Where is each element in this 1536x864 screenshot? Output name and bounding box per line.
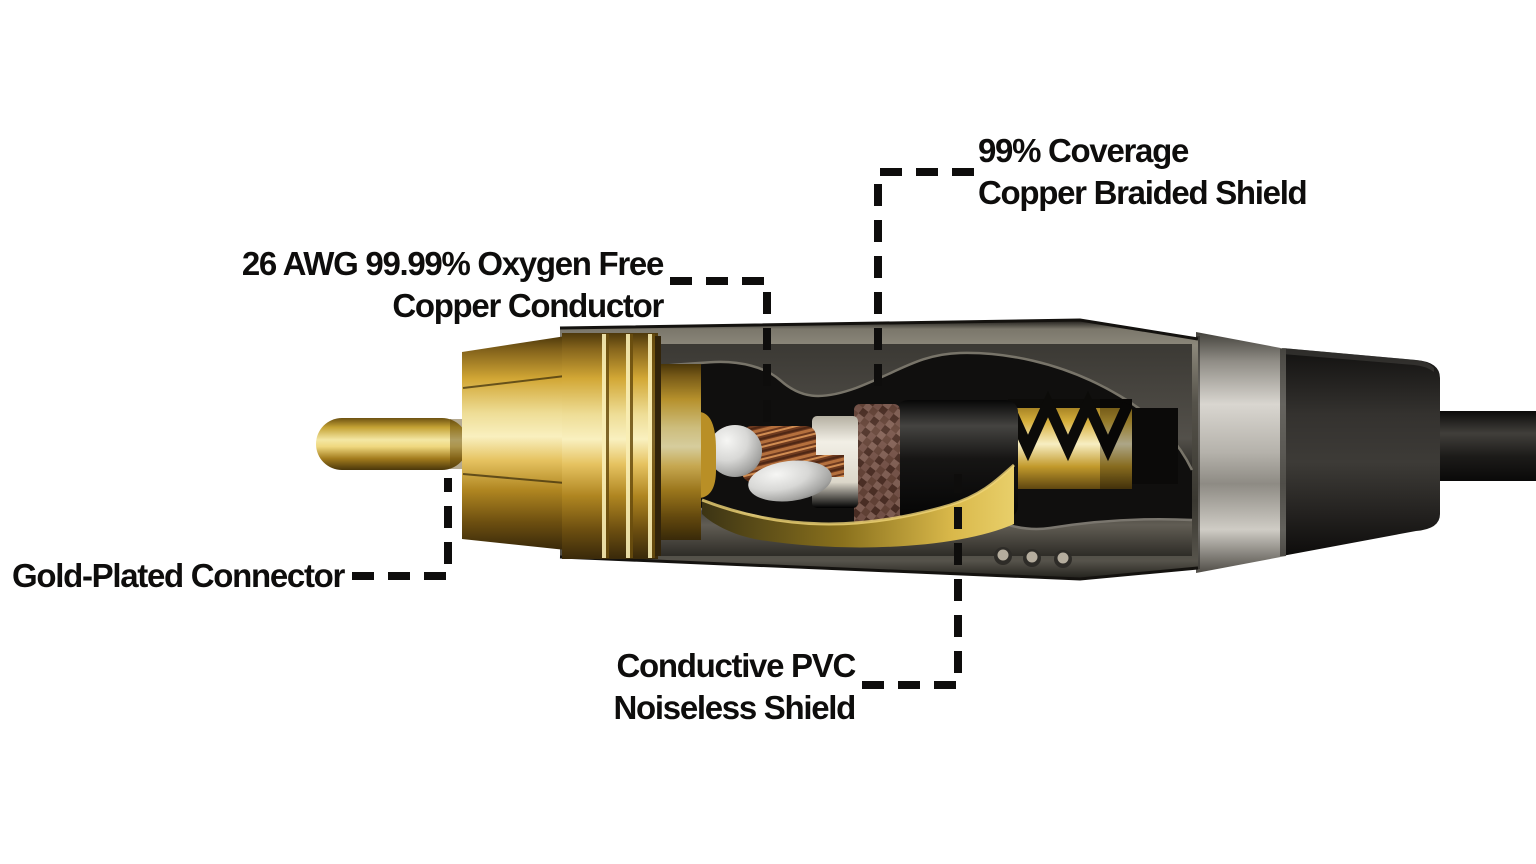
boot-body xyxy=(1282,348,1440,556)
inner-cable-cross-section xyxy=(700,390,1178,548)
rib-highlight xyxy=(626,334,630,558)
gold-plated-connector xyxy=(316,333,701,559)
band-body xyxy=(1196,332,1286,573)
rib-highlight xyxy=(602,334,606,558)
crimp-ring-top-band xyxy=(1008,399,1132,408)
crimp-ring-shade xyxy=(1100,399,1132,489)
label-line: Copper Braided Shield xyxy=(978,174,1308,211)
housing-top-edge xyxy=(559,318,1199,341)
rib-shadow xyxy=(606,334,609,558)
crimp-ring-zigzag-pattern xyxy=(1002,390,1134,462)
rivet-face xyxy=(997,549,1009,561)
collar-shade xyxy=(661,364,701,540)
gold-contact-spring xyxy=(700,412,716,498)
label-line: Gold-Plated Connector xyxy=(12,557,345,594)
rib-highlight xyxy=(648,334,652,558)
label-line: Copper Conductor xyxy=(392,287,664,324)
cable-boot xyxy=(1282,348,1440,556)
callout-lines xyxy=(352,168,974,689)
rivet-face xyxy=(1026,551,1038,563)
housing-bottom-edge xyxy=(559,555,1199,581)
boot-top-highlight xyxy=(1282,348,1434,372)
rib-shadow xyxy=(652,334,655,558)
housing-rivets xyxy=(994,547,1072,568)
solder-joint-upper xyxy=(708,425,762,477)
label-line: 26 AWG 99.99% Oxygen Free xyxy=(241,245,664,282)
label-copper-braided-shield: 99% Coverage Copper Braided Shield xyxy=(978,130,1308,214)
barrel-collar-gap xyxy=(655,336,661,556)
cable xyxy=(1428,411,1536,481)
label-pvc-noiseless-shield: Conductive PVC Noiseless Shield xyxy=(613,645,857,729)
band-right-edge xyxy=(1280,349,1286,556)
connector-barrel xyxy=(562,333,658,559)
barrel-ribs xyxy=(602,334,655,558)
cone-facet-line-upper xyxy=(462,375,566,389)
label-line: Noiseless Shield xyxy=(613,689,857,726)
cone-facet-line-lower xyxy=(462,473,566,484)
braid-shading xyxy=(854,404,900,526)
cavity-upper-cut-edge xyxy=(659,351,1194,471)
rib-shadow xyxy=(630,334,633,558)
label-line: 99% Coverage xyxy=(978,132,1189,169)
cable-jacket-exterior xyxy=(1428,411,1536,481)
cavity-upper-cut-face xyxy=(660,344,1192,470)
rivet-face xyxy=(1057,552,1069,564)
callout-line-pvc-shield xyxy=(862,474,962,689)
gold-solder-lug xyxy=(702,465,1014,548)
center-pin xyxy=(316,418,468,470)
label-line: Conductive PVC xyxy=(616,647,856,684)
connector-collar xyxy=(661,364,701,540)
callout-line-conductor xyxy=(670,277,771,429)
solder-joint-lower xyxy=(748,460,832,502)
solder-lug-highlight xyxy=(701,463,1015,526)
callout-line-connector xyxy=(352,478,452,580)
label-copper-conductor: 26 AWG 99.99% Oxygen Free Copper Conduct… xyxy=(241,243,664,327)
strain-relief-band xyxy=(1196,332,1286,573)
label-gold-plated-connector: Gold-Plated Connector xyxy=(12,555,345,597)
connector-cone xyxy=(462,336,566,550)
pin-base-shadow xyxy=(450,419,464,469)
